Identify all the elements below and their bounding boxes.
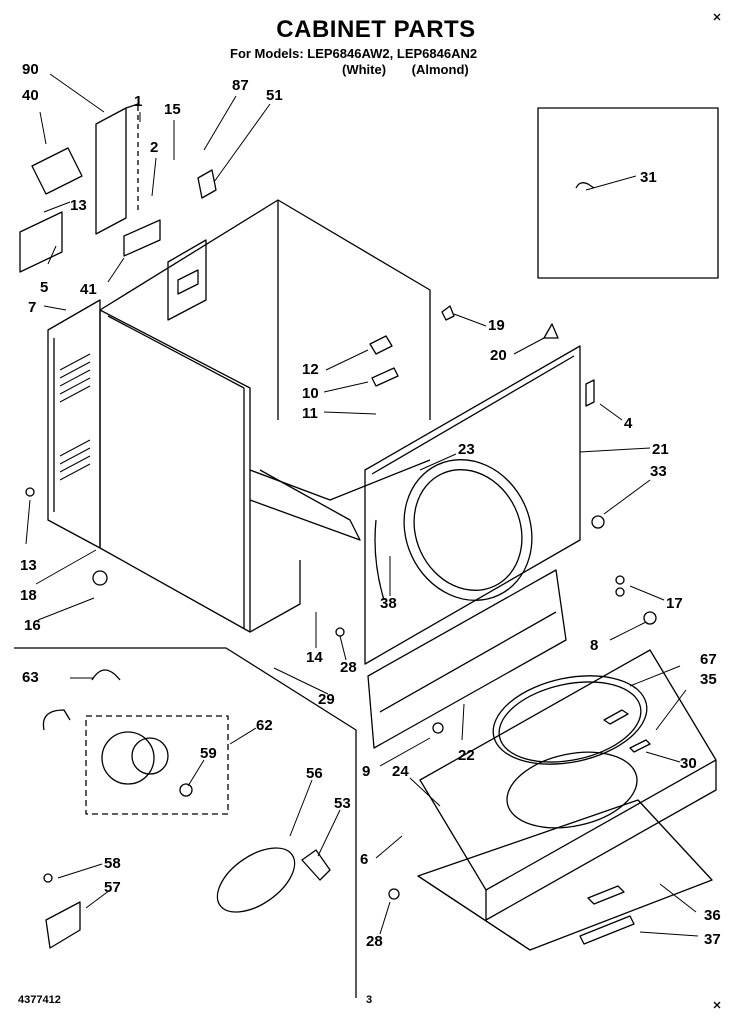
- callout-13: 13: [70, 197, 87, 214]
- callout-30: 30: [680, 755, 697, 772]
- callout-90: 90: [22, 61, 39, 78]
- callout-13-lower: 13: [20, 557, 37, 574]
- callout-53: 53: [334, 795, 351, 812]
- callout-35: 35: [700, 671, 717, 688]
- toe-panel: [367, 569, 567, 749]
- part-31-clip: [575, 182, 595, 189]
- callout-10: 10: [302, 385, 319, 402]
- callout-9: 9: [362, 763, 370, 780]
- callout-87: 87: [232, 77, 249, 94]
- doc-number: 4377412: [18, 994, 61, 1006]
- callout-36: 36: [704, 907, 721, 924]
- top-panel: [419, 649, 717, 891]
- callout-5: 5: [40, 279, 48, 296]
- callout-19: 19: [488, 317, 505, 334]
- callout-37: 37: [704, 931, 721, 948]
- door-opening: [403, 459, 533, 601]
- callout-6: 6: [360, 851, 368, 868]
- callout-15: 15: [164, 101, 181, 118]
- callout-63: 63: [22, 669, 39, 686]
- front-panel: [364, 345, 581, 665]
- drum-seal: [492, 675, 648, 765]
- callout-62: 62: [256, 717, 273, 734]
- callout-18: 18: [20, 587, 37, 604]
- callout-1: 1: [134, 93, 142, 110]
- cabinet-left-side: [99, 309, 251, 633]
- rear-panel: [47, 299, 101, 549]
- callout-2: 2: [150, 139, 158, 156]
- callout-8: 8: [590, 637, 598, 654]
- belt: [216, 847, 296, 913]
- callout-7: 7: [28, 299, 36, 316]
- callout-21: 21: [652, 441, 669, 458]
- variant-white: (White): [342, 62, 387, 77]
- variant-almond: (Almond): [411, 62, 469, 77]
- callout-40: 40: [22, 87, 39, 104]
- callout-29: 29: [318, 691, 335, 708]
- inset-box: [537, 107, 719, 279]
- callout-33: 33: [650, 463, 667, 480]
- callout-51: 51: [266, 87, 283, 104]
- callout-20: 20: [490, 347, 507, 364]
- callout-59: 59: [200, 745, 217, 762]
- cabinet-top-edge: [99, 199, 431, 420]
- terminal-block: [95, 107, 127, 235]
- callout-17: 17: [666, 595, 683, 612]
- callout-41: 41: [80, 281, 97, 298]
- callout-22: 22: [458, 747, 475, 764]
- callout-28-lower: 28: [366, 933, 383, 950]
- callout-67: 67: [700, 651, 717, 668]
- callout-4: 4: [624, 415, 633, 432]
- callout-38: 38: [380, 595, 397, 612]
- section-divider: [14, 647, 357, 998]
- callout-56: 56: [306, 765, 323, 782]
- callout-58: 58: [104, 855, 121, 872]
- motor: [101, 731, 155, 785]
- callout-12: 12: [302, 361, 319, 378]
- motor-group-box: [85, 715, 229, 815]
- callout-24: 24: [392, 763, 409, 780]
- page-title: CABINET PARTS: [276, 16, 476, 43]
- callout-28: 28: [340, 659, 357, 676]
- callout-23: 23: [458, 441, 475, 458]
- callout-14: 14: [306, 649, 323, 666]
- callout-11: 11: [302, 405, 318, 422]
- callout-16: 16: [24, 617, 41, 634]
- page-number: 3: [366, 994, 373, 1006]
- callout-57: 57: [104, 879, 121, 896]
- model-info: For Models: LEP6846AW2, LEP6846AN2 (Whit…: [230, 46, 491, 78]
- models-label: For Models: LEP6846AW2, LEP6846AN2: [230, 46, 478, 61]
- callout-31: 31: [640, 169, 657, 186]
